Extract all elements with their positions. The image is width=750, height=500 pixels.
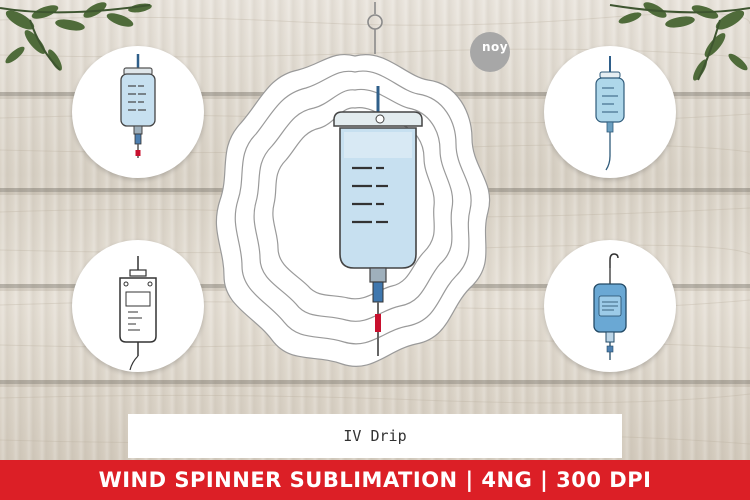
iv-bag-outline-icon xyxy=(119,256,157,371)
spinner-hanger xyxy=(367,2,383,54)
preview-circle-top-right xyxy=(544,46,676,178)
preview-circle-bottom-right xyxy=(544,240,676,372)
wind-spinner xyxy=(215,2,491,367)
iv-bag-icon xyxy=(333,86,423,356)
iv-bag-icon xyxy=(120,54,156,158)
preview-circle-bottom-left xyxy=(72,240,204,372)
product-caption: IV Drip xyxy=(343,427,407,445)
preview-circle-top-left xyxy=(72,46,204,178)
brand-logo-text: noy xyxy=(482,40,509,54)
banner-text: WIND SPINNER SUBLIMATION | 4NG | 300 DPI xyxy=(98,468,652,492)
plant-leaves-right xyxy=(609,2,750,81)
plant-leaves-left xyxy=(0,2,152,71)
iv-bag-icon xyxy=(595,56,625,171)
brand-logo xyxy=(470,32,510,72)
iv-bag-icon xyxy=(593,253,627,360)
caption-box: IV Drip xyxy=(128,414,622,458)
banner: WIND SPINNER SUBLIMATION | 4NG | 300 DPI xyxy=(0,460,750,500)
